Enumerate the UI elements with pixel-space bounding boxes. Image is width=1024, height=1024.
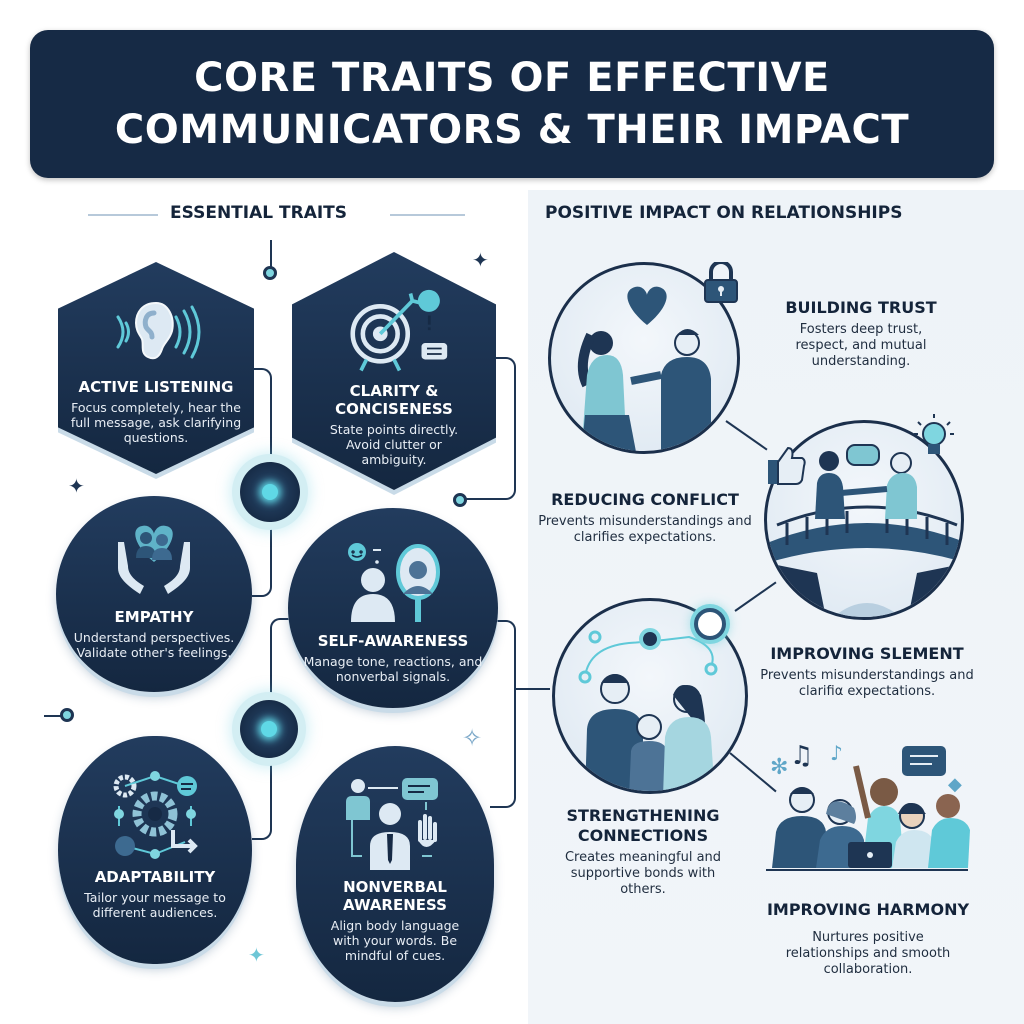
team-celebration-icon: ✻ ♫ ♪ ◆ <box>762 741 972 886</box>
impact-name: IMPROVING SLEMENT <box>770 644 964 663</box>
sparkle-icon: ✦ <box>472 248 489 272</box>
impact-name: IMPROVING HARMONY <box>766 900 970 919</box>
impact-improving-harmony: IMPROVING HARMONY Nurtures positive rela… <box>748 900 988 978</box>
trait-name: ACTIVE LISTENING <box>78 378 234 396</box>
sparkle-icon: ✦ <box>68 474 85 498</box>
impact-section-title: POSITIVE IMPACT ON RELATIONSHIPS <box>545 203 903 223</box>
trait-name: CLARITY & CONCISENESS <box>335 382 453 418</box>
impact-building-trust: BUILDING TRUST Fosters deep trust, respe… <box>756 298 966 370</box>
connector-dot <box>263 266 277 280</box>
body-language-icon <box>340 776 450 872</box>
impact-name: REDUCING CONFLICT <box>551 490 739 509</box>
impact-description: Creates meaningful and supportive bonds … <box>564 850 722 897</box>
trait-name: EMPATHY <box>114 608 194 626</box>
connector-dot <box>60 708 74 722</box>
trait-name: SELF-AWARENESS <box>317 632 469 650</box>
trait-description: Tailor your message to different audienc… <box>84 890 226 920</box>
ear-icon <box>101 292 211 372</box>
gears-network-icon <box>100 766 210 862</box>
trait-card-clarity: CLARITY & CONCISENESS State points direc… <box>292 252 496 490</box>
glow-node <box>694 608 726 640</box>
lock-icon <box>703 260 739 304</box>
impact-description: Fosters deep trust, respect, and mutual … <box>795 322 927 369</box>
svg-text:◆: ◆ <box>948 774 962 795</box>
connector-line <box>252 368 272 478</box>
svg-text:♪: ♪ <box>830 744 843 765</box>
glow-node <box>240 700 298 758</box>
connector-line <box>270 618 290 698</box>
svg-text:✻: ✻ <box>770 755 788 780</box>
impact-description: Prevents misunderstandings and clarifies… <box>538 514 752 545</box>
divider-right <box>390 214 465 216</box>
trait-card-empathy: EMPATHY Understand perspectives. Validat… <box>56 496 252 692</box>
trait-card-nonverbal-awareness: NONVERBAL AWARENESS Align body language … <box>296 746 494 1002</box>
trait-card-active-listening: ACTIVE LISTENING Focus completely, hear … <box>58 262 254 474</box>
trait-description: Focus completely, hear the full message,… <box>70 400 242 445</box>
trait-description: State points directly. Avoid clutter or … <box>329 422 459 467</box>
glow-node <box>240 462 300 522</box>
divider-left <box>88 214 158 216</box>
connector-line <box>252 760 272 840</box>
connector-line <box>490 620 516 690</box>
sparkle-icon: ✧ <box>462 724 483 752</box>
lightbulb-icon <box>914 412 954 464</box>
impact-improving-slement: IMPROVING SLEMENT Prevents misunderstand… <box>752 644 982 700</box>
trait-name: NONVERBAL AWARENESS <box>343 878 447 914</box>
traits-section-title: ESSENTIAL TRAITS <box>170 203 348 223</box>
trait-name: ADAPTABILITY <box>94 868 216 886</box>
connector-line <box>490 688 516 808</box>
hands-heart-icon <box>99 522 209 602</box>
svg-text:♫: ♫ <box>790 744 813 771</box>
connector-line <box>44 715 62 717</box>
title-banner: CORE TRAITS OF EFFECTIVE COMMUNICATORS &… <box>30 30 994 178</box>
impact-reducing-conflict: REDUCING CONFLICT Prevents misunderstand… <box>530 490 760 546</box>
mirror-person-icon <box>323 542 463 626</box>
impact-name: STRENGTHENING CONNECTIONS <box>566 806 720 845</box>
impact-strengthening-connections: STRENGTHENING CONNECTIONS Creates meanin… <box>548 806 738 898</box>
connector-line <box>516 688 550 690</box>
trait-description: Understand perspectives. Validate other'… <box>73 630 235 660</box>
impact-description: Prevents misunderstandings and clarifiα … <box>760 668 974 699</box>
impact-name: BUILDING TRUST <box>785 298 937 317</box>
connector-line <box>252 515 272 597</box>
target-arrow-icon <box>339 288 449 376</box>
trait-card-self-awareness: SELF-AWARENESS Manage tone, reactions, a… <box>288 508 498 708</box>
sparkle-icon: ✦ <box>248 943 265 967</box>
impact-description: Nurtures positive relationships and smoo… <box>785 930 951 977</box>
connector-dot <box>453 493 467 507</box>
trait-description: Align body language with your words. Be … <box>330 918 460 963</box>
trait-card-adaptability: ADAPTABILITY Tailor your message to diff… <box>58 736 252 964</box>
trait-description: Manage tone, reactions, and nonverbal si… <box>303 654 483 684</box>
connector-line <box>270 240 272 272</box>
title-line-1: CORE TRAITS OF EFFECTIVE <box>194 55 830 101</box>
title-line-2: COMMUNICATORS & THEIR IMPACT <box>114 107 910 153</box>
thumbs-up-icon <box>766 446 808 486</box>
